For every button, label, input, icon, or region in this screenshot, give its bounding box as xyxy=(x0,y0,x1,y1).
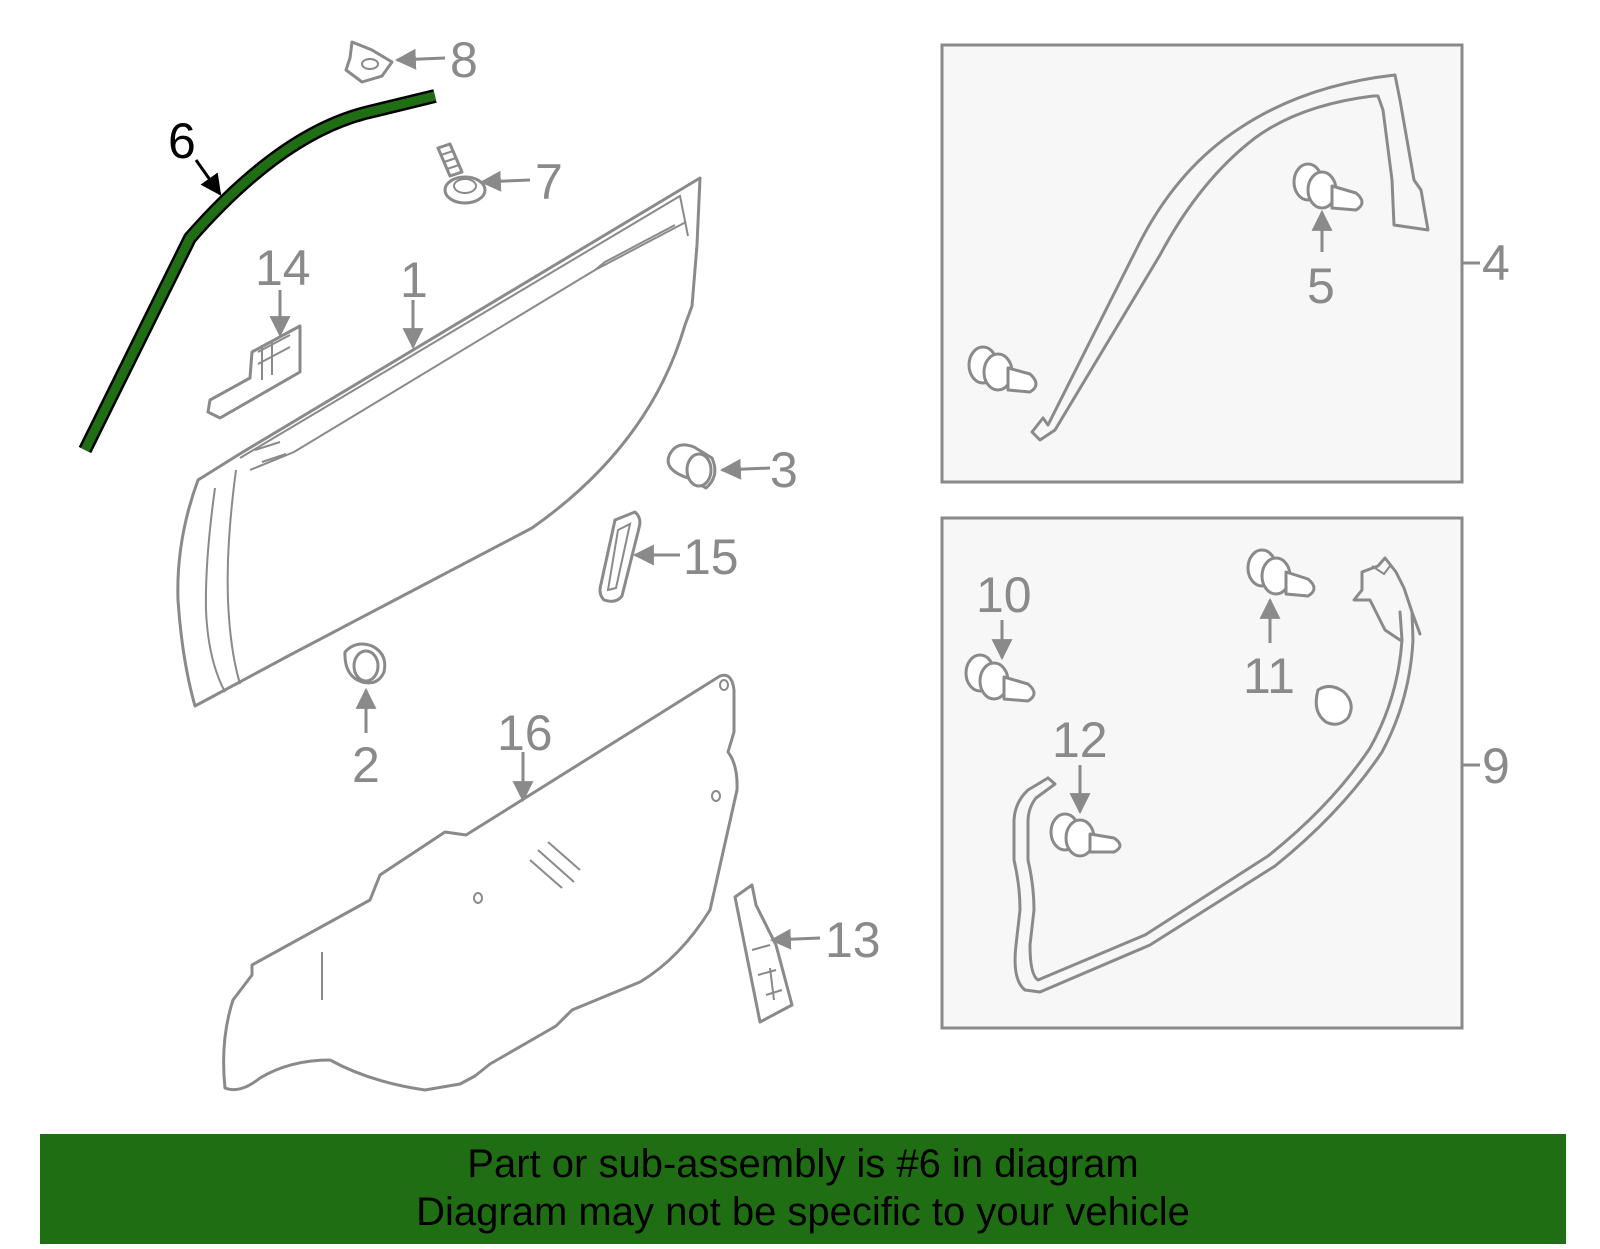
banner-line-2: Diagram may not be specific to your vehi… xyxy=(416,1190,1190,1234)
part-14-bracket[interactable] xyxy=(206,324,302,420)
leader-3 xyxy=(719,458,771,480)
leader-6 xyxy=(194,159,222,196)
callout-4[interactable]: 4 xyxy=(1482,235,1510,291)
callout-7[interactable]: 7 xyxy=(535,154,563,210)
part-2-plug[interactable] xyxy=(343,642,387,685)
part-9-seal[interactable] xyxy=(1012,556,1422,994)
callout-5[interactable]: 5 xyxy=(1307,258,1335,314)
callout-1[interactable]: 1 xyxy=(400,252,428,308)
callout-12[interactable]: 12 xyxy=(1052,712,1108,768)
callout-2[interactable]: 2 xyxy=(352,737,380,793)
part-4-seal[interactable] xyxy=(1030,73,1430,442)
clip-box4-left[interactable] xyxy=(967,345,1038,394)
callout-14[interactable]: 14 xyxy=(255,240,311,296)
callout-9[interactable]: 9 xyxy=(1482,738,1510,794)
info-banner: Part or sub-assembly is #6 in diagram Di… xyxy=(40,1134,1566,1244)
callout-8[interactable]: 8 xyxy=(450,32,478,88)
callout-10[interactable]: 10 xyxy=(976,567,1032,623)
clip-box9-11[interactable] xyxy=(1246,548,1316,598)
part-8-clip[interactable] xyxy=(344,40,394,84)
leader-13 xyxy=(769,928,821,950)
callout-3[interactable]: 3 xyxy=(770,442,798,498)
clip-box4-right[interactable] xyxy=(1292,162,1364,212)
part-3-bushing[interactable] xyxy=(666,443,717,490)
clip-box9-10[interactable] xyxy=(964,653,1036,703)
box-part-4 xyxy=(940,43,1464,484)
part-16-door-glass[interactable] xyxy=(222,673,739,1092)
leader-8 xyxy=(394,48,446,70)
part-1-door-shell[interactable] xyxy=(176,176,702,708)
part-13-trim[interactable] xyxy=(733,883,794,1024)
leader-7 xyxy=(479,170,531,192)
callout-15[interactable]: 15 xyxy=(683,529,739,585)
banner-line-1: Part or sub-assembly is #6 in diagram xyxy=(467,1142,1139,1186)
callout-13[interactable]: 13 xyxy=(825,912,881,968)
callout-6[interactable]: 6 xyxy=(168,113,196,169)
part-15-pad[interactable] xyxy=(598,510,642,603)
grommet-box9[interactable] xyxy=(1314,685,1353,726)
clip-box9-12[interactable] xyxy=(1049,812,1122,858)
part-6-weatherstrip[interactable] xyxy=(78,89,437,454)
part-7-bolt[interactable] xyxy=(436,142,487,205)
box-part-9 xyxy=(940,516,1464,1030)
callout-16[interactable]: 16 xyxy=(497,705,553,761)
callout-11[interactable]: 11 xyxy=(1243,648,1295,704)
